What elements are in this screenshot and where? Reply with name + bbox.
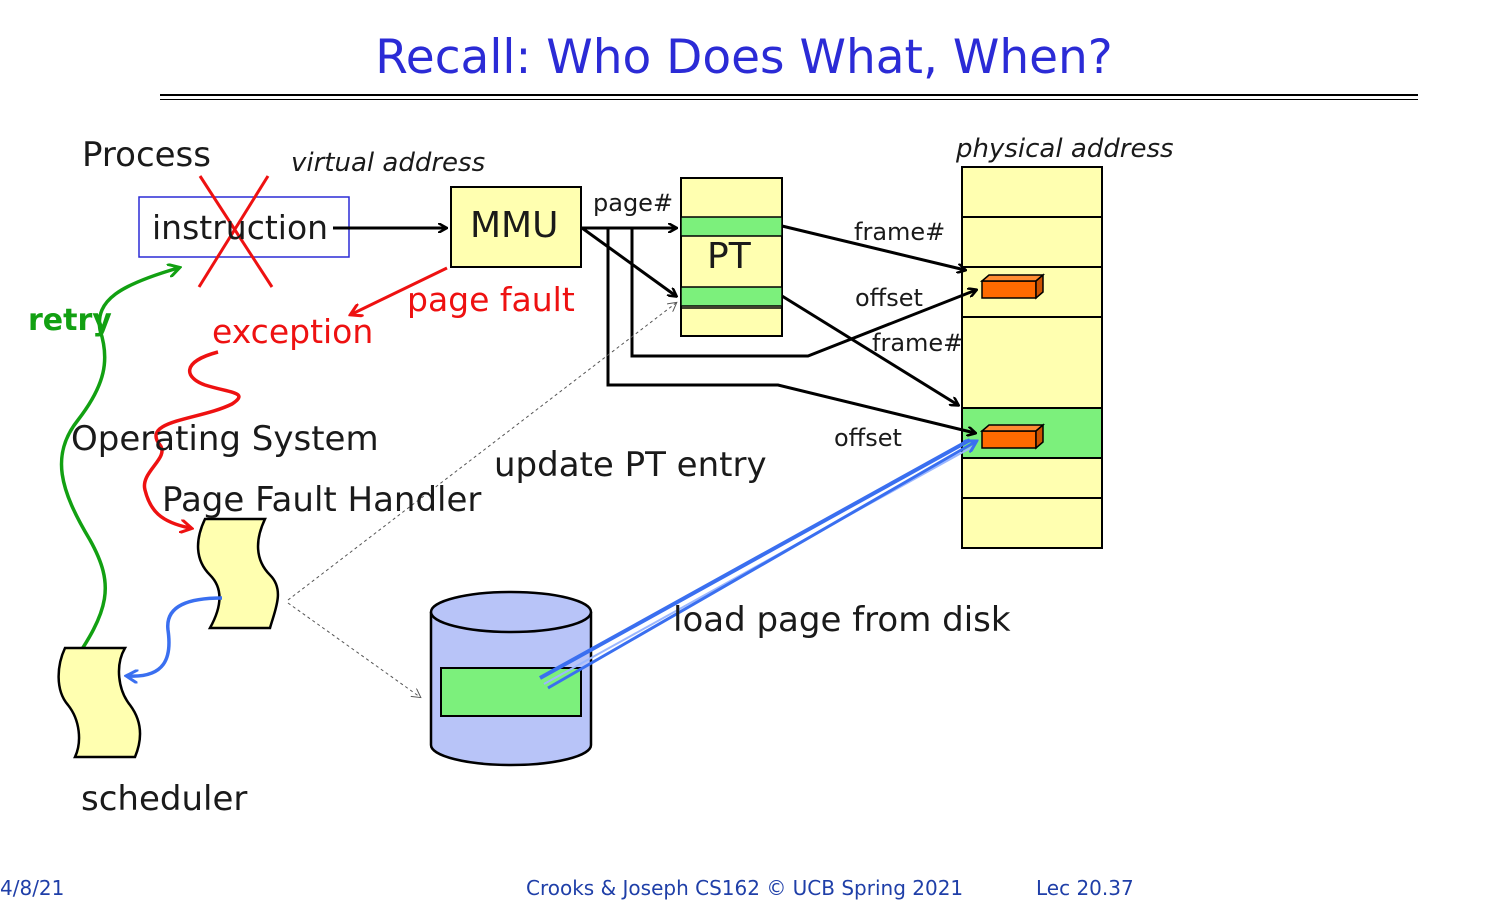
scheduler-label: scheduler — [81, 779, 248, 819]
scheduler-icon — [57, 646, 142, 759]
disk-request-dotted-line — [287, 602, 420, 697]
page-fault-handler-label: Page Fault Handler — [162, 480, 482, 520]
offset-label-1: offset — [855, 284, 923, 312]
pt-entry-2 — [680, 286, 783, 307]
footer-date: 4/8/21 — [0, 876, 65, 900]
offset-block-1 — [979, 273, 1046, 300]
page-table — [680, 177, 783, 337]
operating-system-label: Operating System — [71, 419, 379, 459]
mmu-label: MMU — [470, 205, 559, 246]
load-page-from-disk-label: load page from disk — [673, 600, 1011, 640]
retry-arrow — [59, 268, 178, 669]
offset-block-2 — [979, 423, 1046, 450]
frame-num-label-1: frame# — [854, 218, 946, 246]
page-fault-label: page fault — [407, 280, 575, 319]
title-divider — [160, 94, 1418, 96]
frame-num-label-2: frame# — [872, 329, 964, 357]
footer-lecture: Lec 20.37 — [1036, 876, 1134, 900]
pt-entry-1 — [680, 216, 783, 237]
slide-title: Recall: Who Does What, When? — [375, 30, 1113, 85]
process-label: Process — [82, 135, 211, 175]
pt-label: PT — [707, 236, 751, 277]
instruction-box — [138, 196, 350, 258]
physical-address-label: physical address — [956, 134, 1174, 164]
exception-label: exception — [212, 312, 374, 351]
update-pt-entry-label: update PT entry — [494, 445, 767, 485]
footer-course: Crooks & Joseph CS162 © UCB Spring 2021 — [526, 876, 964, 900]
page-fault-handler-icon — [196, 517, 280, 630]
handler-to-scheduler-arrow — [128, 596, 223, 676]
address-flow-arrows — [333, 226, 976, 433]
title-divider-thin — [160, 99, 1418, 100]
page-num-label: page# — [593, 189, 674, 217]
load-page-arrow — [539, 438, 975, 690]
cross-out-icon — [197, 175, 274, 288]
virtual-address-label: virtual address — [291, 148, 486, 178]
mmu-box — [450, 186, 582, 268]
offset-label-2: offset — [834, 424, 902, 452]
instruction-label: instruction — [152, 208, 329, 247]
page-fault-arrow — [352, 266, 448, 314]
retry-label: retry — [28, 303, 112, 338]
exception-squiggle — [142, 350, 241, 528]
physical-memory — [961, 166, 1103, 549]
disk-icon — [429, 590, 593, 767]
